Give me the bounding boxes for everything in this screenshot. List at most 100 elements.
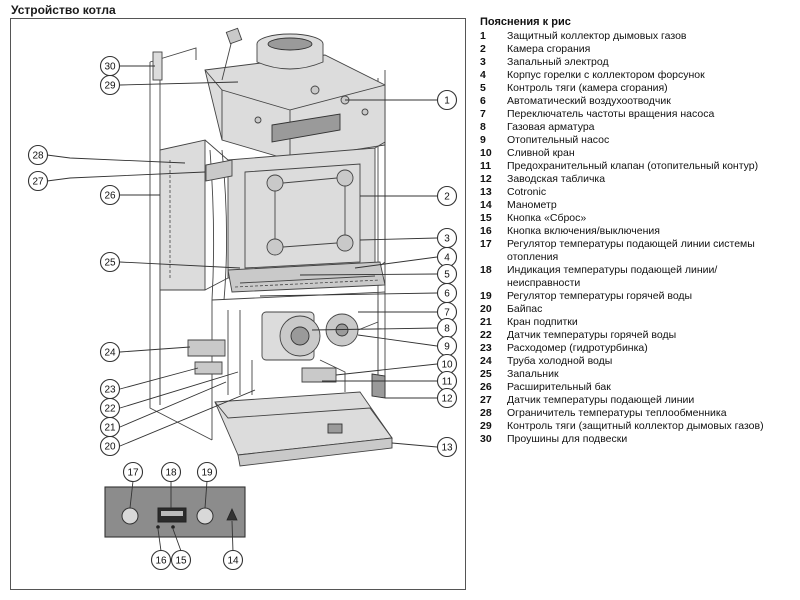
legend-text: Расширительный бак (507, 381, 611, 393)
svg-text:28: 28 (32, 151, 44, 162)
legend-text: Переключатель частоты вращения насоса (507, 108, 715, 120)
legend-number: 25 (480, 368, 492, 380)
callout-20: 20 (99, 435, 121, 457)
callout-25: 25 (99, 251, 121, 273)
svg-text:18: 18 (165, 468, 177, 479)
legend-item: 24 Труба холодной воды (480, 355, 792, 368)
callout-8: 8 (436, 317, 458, 339)
legend-item: 14 Манометр (480, 199, 792, 212)
legend-number: 30 (480, 433, 492, 445)
svg-text:24: 24 (104, 348, 116, 359)
burner (227, 261, 386, 293)
legend-text: Ограничитель температуры теплообменника (507, 407, 727, 419)
legend-text: Проушины для подвески (507, 433, 628, 445)
legend-number: 28 (480, 407, 492, 419)
legend-text: Индикация температуры подающей линии/ не… (507, 264, 718, 289)
legend-text: Отопительный насос (507, 134, 610, 146)
legend-number: 4 (480, 69, 486, 81)
callout-1: 1 (436, 89, 458, 111)
callout-4: 4 (436, 246, 458, 268)
legend-number: 5 (480, 82, 486, 94)
callout-14: 14 (222, 549, 244, 571)
callout-30: 30 (99, 55, 121, 77)
callout-2: 2 (436, 185, 458, 207)
legend-text: Автоматический воздухоотводчик (507, 95, 671, 107)
legend-text: Камера сгорания (507, 43, 591, 55)
legend-number: 3 (480, 56, 486, 68)
boiler-diagram: 30 29 28 27 26 25 24 23 22 21 20 1 2 3 4… (27, 27, 458, 571)
callout-5: 5 (436, 263, 458, 285)
legend-number: 20 (480, 303, 492, 315)
legend-text: Контроль тяги (камера сгорания) (507, 82, 668, 94)
legend-text: Предохранительный клапан (отопительный к… (507, 160, 759, 172)
callout-9: 9 (436, 335, 458, 357)
legend-number: 8 (480, 121, 486, 133)
legend-item: 5 Контроль тяги (камера сгорания) (480, 82, 792, 95)
legend-text: Труба холодной воды (507, 355, 613, 367)
legend-item: 30 Проушины для подвески (480, 433, 792, 446)
legend-text: Манометр (507, 199, 557, 211)
legend-number: 19 (480, 290, 492, 302)
legend-text: Заводская табличка (507, 173, 606, 185)
legend-number: 10 (480, 147, 492, 159)
legend-number: 14 (480, 199, 492, 211)
svg-text:9: 9 (444, 342, 450, 353)
expansion-tank (159, 139, 229, 291)
legend-number: 29 (480, 420, 492, 432)
legend-item: 7 Переключатель частоты вращения насоса (480, 108, 792, 121)
legend-text: Корпус горелки с коллектором форсунок (507, 69, 705, 81)
svg-text:14: 14 (227, 556, 239, 567)
svg-text:22: 22 (104, 404, 116, 415)
svg-text:15: 15 (175, 556, 187, 567)
legend-text: Контроль тяги (защитный коллектор дымовы… (507, 420, 764, 432)
legend-item: 27 Датчик температуры подающей линии (480, 394, 792, 407)
legend-item: 12 Заводская табличка (480, 173, 792, 186)
flue-pipe (256, 33, 324, 70)
leader-lines (46, 65, 438, 553)
legend-number: 16 (480, 225, 492, 237)
combustion-chamber (227, 141, 386, 279)
cotronic-control-box (214, 391, 393, 467)
svg-text:1: 1 (444, 96, 450, 107)
callout-19: 19 (196, 461, 218, 483)
callout-15: 15 (170, 549, 192, 571)
svg-text:5: 5 (444, 270, 450, 281)
svg-text:8: 8 (444, 324, 450, 335)
legend-number: 12 (480, 173, 492, 185)
legend-text: Датчик температуры подающей линии (507, 394, 695, 406)
boiler-illustration (149, 27, 393, 467)
legend-number: 7 (480, 108, 486, 120)
svg-text:4: 4 (444, 253, 450, 264)
svg-text:27: 27 (32, 177, 44, 188)
svg-text:30: 30 (104, 62, 116, 73)
svg-text:23: 23 (104, 385, 116, 396)
callout-17: 17 (122, 461, 144, 483)
svg-text:19: 19 (201, 468, 213, 479)
legend-number: 22 (480, 329, 492, 341)
legend-text: Расходомер (гидротурбинка) (507, 342, 648, 354)
svg-text:12: 12 (441, 394, 453, 405)
legend-title: Пояснения к рис (480, 16, 571, 28)
flue-gas-collector (204, 54, 386, 161)
callout-11: 11 (436, 370, 458, 392)
legend-number: 27 (480, 394, 492, 406)
control-panel (104, 486, 246, 538)
legend-number: 24 (480, 355, 492, 367)
svg-text:20: 20 (104, 442, 116, 453)
legend-item: 29 Контроль тяги (защитный коллектор дымо… (480, 420, 792, 433)
legend-text: Кнопка «Сброс» (507, 212, 587, 224)
